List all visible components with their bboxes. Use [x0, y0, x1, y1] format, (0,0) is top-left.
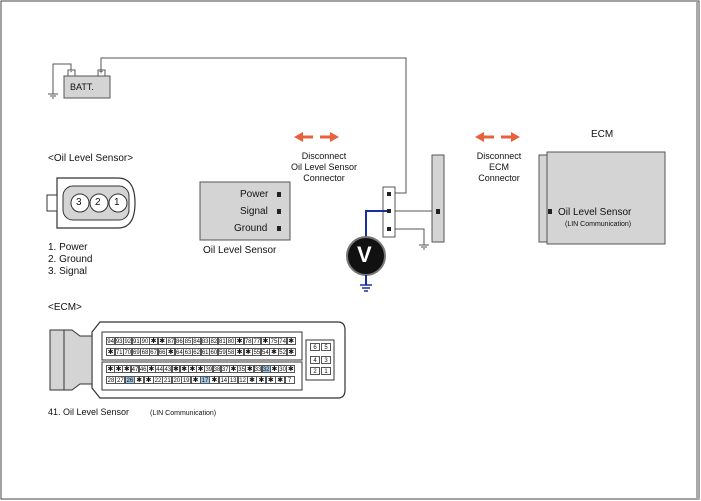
disconnect-ecm-arrows	[475, 132, 520, 142]
disconnect-sensor-arrows	[294, 132, 339, 142]
ecm-connector-title: <ECM>	[48, 302, 82, 313]
sensor-pin-3-label: 3	[76, 197, 82, 208]
ecm-pin-sublabel: (LIN Communication)	[565, 221, 632, 228]
ecm-pin-unused: ✱	[286, 348, 296, 356]
sensor-pin-1-label: 1	[114, 197, 120, 208]
battery-ground-wire	[52, 63, 72, 94]
battery-label: BATT.	[70, 82, 94, 92]
ecm-pin-unused: ✱	[286, 365, 296, 373]
module-pin-power: Power	[240, 189, 269, 200]
sensor-legend-ground: 2. Ground	[48, 254, 93, 265]
disconnect-ecm-line1: Disconnect	[476, 151, 522, 161]
sensor-connector-latch	[46, 194, 58, 212]
ecm-pin-unused: ✱	[286, 337, 296, 345]
ecm-side-pin-6: 6	[310, 343, 320, 351]
ecm-side-pin-1: 1	[321, 367, 331, 375]
sensor-pin-2	[89, 193, 109, 213]
voltmeter-probe-wire	[365, 210, 387, 238]
disconnect-sensor-line3: Connector	[303, 173, 345, 183]
sensor-legend-signal: 3. Signal	[48, 266, 87, 277]
disconnect-sensor-line2: Oil Level Sensor	[290, 162, 358, 172]
ecm-connector-plug	[49, 329, 93, 391]
ecm-side-pin-3: 3	[321, 356, 331, 364]
ecm-module-edge	[538, 154, 548, 243]
oil-sensor-caption: Oil Level Sensor	[203, 245, 277, 256]
module-pin-ground: Ground	[234, 223, 268, 234]
sensor-pin-2-label: 2	[95, 197, 101, 208]
ecm-side-pin-2: 2	[310, 367, 320, 375]
oil-sensor-module	[199, 181, 291, 241]
ecm-harness-connector	[431, 154, 445, 243]
disconnect-sensor-line1: Disconnect	[301, 151, 347, 161]
disconnect-ecm-line3: Connector	[478, 173, 520, 183]
ecm-module	[546, 151, 666, 245]
ecm-pin-label: Oil Level Sensor	[558, 207, 632, 218]
sensor-pin-3	[70, 193, 90, 213]
sensor-pin-1	[108, 193, 128, 213]
frame-shadow	[696, 2, 699, 499]
ecm-pin-7: 7	[284, 376, 295, 384]
ecm-side-pin-4: 4	[310, 356, 320, 364]
module-pin-signal: Signal	[240, 206, 268, 217]
ecm-footnote-main: 41. Oil Level Sensor	[48, 407, 130, 417]
ecm-side-pin-5: 5	[321, 343, 331, 351]
sensor-legend-power: 1. Power	[48, 242, 88, 253]
ecm-footnote-sub: (LIN Communication)	[150, 410, 217, 417]
sensor-connector-title: <Oil Level Sensor>	[48, 153, 134, 164]
battery-body	[63, 75, 111, 99]
battery-pos-sign: +	[99, 69, 104, 76]
disconnect-ecm-line2: ECM	[489, 162, 509, 172]
battery-positive-wire	[100, 57, 407, 194]
battery-neg-sign: -	[70, 69, 73, 76]
harness-ground-wire	[395, 228, 425, 245]
voltmeter-symbol: V	[357, 242, 372, 267]
ecm-title: ECM	[591, 129, 614, 140]
